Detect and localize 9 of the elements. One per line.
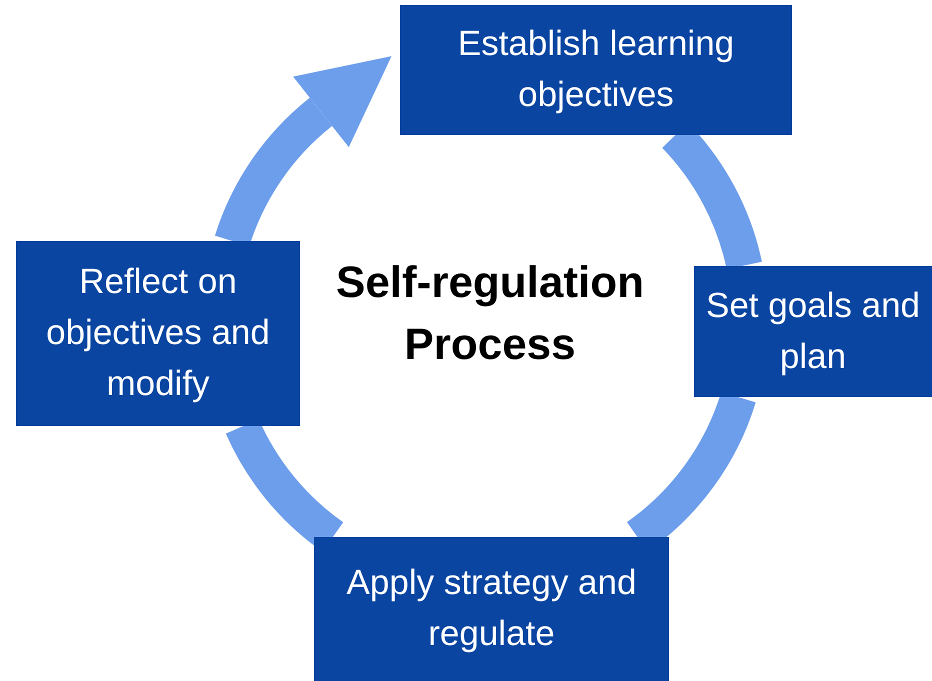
process-box (16, 241, 300, 426)
diagram-title: Self-regulation Process (334, 257, 646, 371)
process-box (314, 537, 669, 681)
step-label: Set goals and plan (704, 284, 922, 378)
process-box (400, 5, 792, 135)
step-label: Establish learning objectives (456, 23, 736, 116)
process-box (694, 266, 932, 397)
step-label: Reflect on objectives and modify (45, 261, 271, 405)
step-label: Apply strategy and regulate (346, 562, 638, 655)
